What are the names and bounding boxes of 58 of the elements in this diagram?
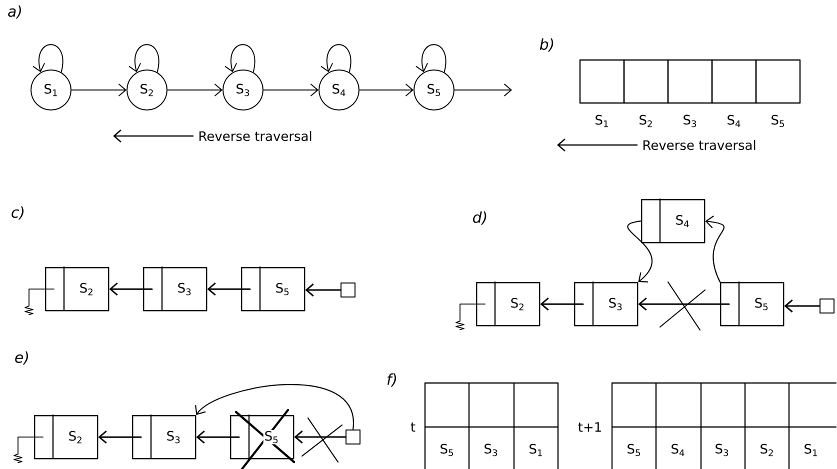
panel-label: b) <box>540 38 554 52</box>
direction-label: Reverse traversal <box>643 140 756 150</box>
pointer-arrow <box>207 282 251 296</box>
list-node: S$_{3}$ <box>574 281 638 326</box>
pointer-arrow <box>195 384 354 430</box>
head-pointer-box <box>346 430 360 444</box>
list-node: S$_{5}$ <box>230 414 294 460</box>
transition-arrow <box>167 84 222 96</box>
list-node: S$_{5}$ <box>241 266 306 312</box>
cell-text: S$_{1}$ <box>804 444 817 456</box>
pointer-arrow <box>98 430 142 444</box>
panel-label: f) <box>387 373 396 387</box>
cell-text: S$_{1}$ <box>530 444 542 456</box>
self-loop-arrow <box>320 44 352 73</box>
list-node: S$_{5}$ <box>720 281 784 326</box>
cell-text: S$_{3}$ <box>484 444 498 456</box>
pointer-arrow <box>109 282 153 296</box>
list-node: S$_{3}$ <box>132 414 196 460</box>
list-node: S$_{4}$ <box>641 198 706 244</box>
self-loop-arrow <box>128 44 160 73</box>
array-label: S$_{4}$ <box>728 114 740 128</box>
transition-arrow <box>71 84 126 96</box>
transition-arrow <box>263 84 318 96</box>
panel-label: d) <box>473 211 486 225</box>
pointer-arrow <box>627 220 652 282</box>
self-loop-arrow <box>224 44 256 73</box>
cell-text: S$_{3}$ <box>716 444 728 456</box>
panel-label: a) <box>8 5 21 19</box>
pointer-arrow <box>638 298 730 311</box>
list-node: S$_{3}$ <box>143 266 208 312</box>
list-node: S$_{2}$ <box>476 281 540 326</box>
list-node: S$_{2}$ <box>34 414 98 460</box>
panel-label: c) <box>12 206 24 220</box>
cell-text: S$_{2}$ <box>760 444 773 456</box>
head-pointer-box <box>820 298 834 314</box>
row-label: t <box>410 422 416 432</box>
transition-arrow <box>454 84 512 96</box>
list-node: S$_{2}$ <box>45 266 110 312</box>
cell-text: S$_{5}$ <box>440 444 453 456</box>
pointer-arrow <box>294 430 346 444</box>
self-loop-arrow <box>415 44 446 73</box>
pointer-arrow <box>784 299 820 313</box>
array-label: S$_{3}$ <box>684 114 696 128</box>
direction-label: Reverse traversal <box>199 130 312 142</box>
pointer-arrow <box>540 298 584 311</box>
array-label: S$_{2}$ <box>640 114 652 128</box>
pointer-arrow <box>196 430 240 444</box>
transition-arrow <box>359 84 414 96</box>
pointer-arrow <box>305 283 342 297</box>
array-label: S$_{1}$ <box>596 114 608 128</box>
self-loop-arrow <box>32 44 64 73</box>
array-label: S$_{5}$ <box>772 114 784 128</box>
cell-text: S$_{5}$ <box>628 444 640 456</box>
head-pointer-box <box>340 282 356 298</box>
cell-text: S$_{4}$ <box>672 444 684 456</box>
pointer-arrow <box>705 216 724 283</box>
row-label: t+1 <box>578 422 601 432</box>
panel-label: e) <box>15 351 28 365</box>
